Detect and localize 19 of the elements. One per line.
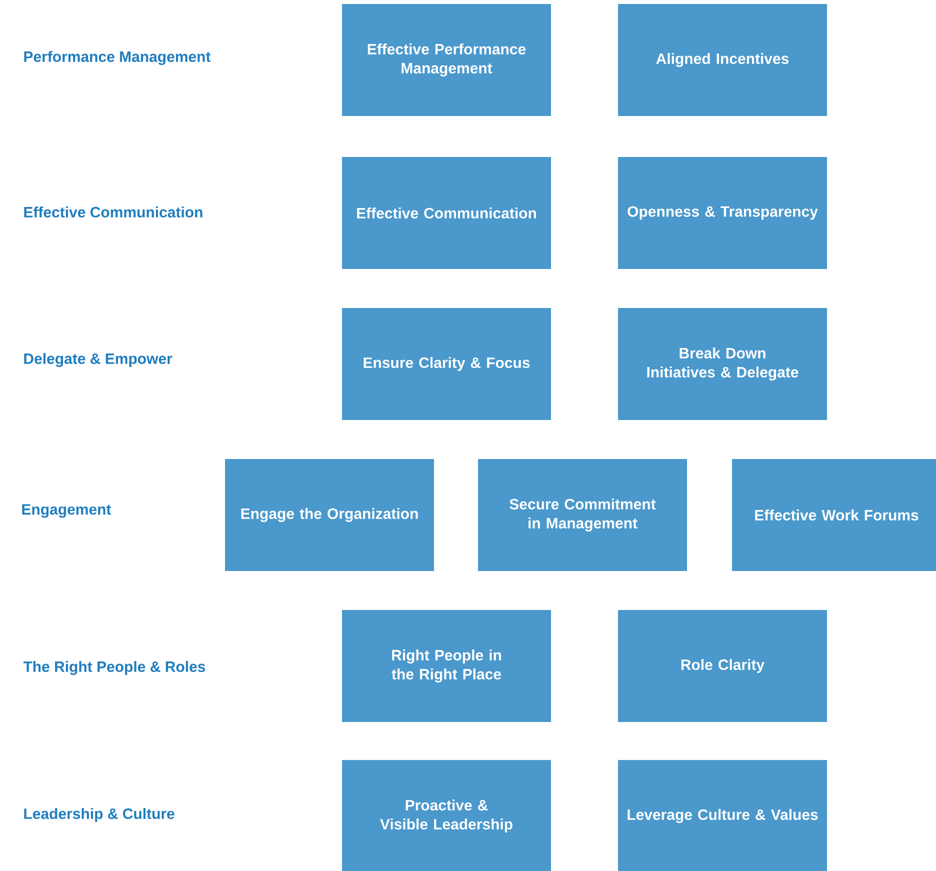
process-box: Engage the Organization [225, 459, 434, 571]
process-box: Proactive & Visible Leadership [342, 760, 551, 871]
row-label: Performance Management [24, 50, 211, 66]
process-box: Effective Work Forums [732, 459, 936, 571]
process-box: Right People in the Right Place [342, 610, 551, 722]
row-label: Delegate & Empower [24, 352, 172, 368]
row-label: Effective Communication [24, 206, 202, 218]
process-box: Role Clarity [618, 610, 827, 722]
process-box: Ensure Clarity & Focus [342, 308, 551, 420]
process-box: Openness & Transparency [618, 157, 827, 269]
row-label: Leadership & Culture [24, 808, 174, 822]
process-box: Aligned Incentives [618, 4, 827, 116]
process-box: Break Down Initiatives & Delegate [618, 308, 827, 420]
process-box: Secure Commitment in Management [478, 459, 687, 571]
process-box: Effective Performance Management [342, 4, 551, 116]
process-box: Effective Communication [342, 157, 551, 269]
row-label: The Right People & Roles [23, 660, 206, 676]
process-box: Leverage Culture & Values [618, 760, 827, 871]
row-label: Engagement [22, 504, 112, 518]
